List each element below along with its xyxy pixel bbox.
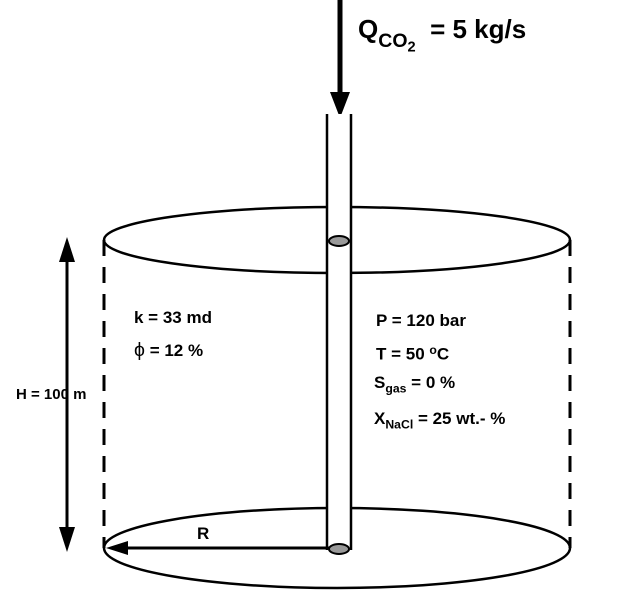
height-arrow-up [59,237,75,262]
phi-symbol: ϕ [134,339,145,361]
injection-well-fill [327,114,351,550]
radius-arrow-head [106,541,128,555]
sgas-subscript: gas [385,381,407,396]
temperature-unit: C [436,344,450,364]
salinity-subscript: NaCl [385,417,414,432]
flow-symbol: Q [358,14,379,44]
flow-subscript: CO2 [378,29,416,56]
temperature-label: T = 50 oC [376,344,449,363]
gas-saturation-label: Sgas = 0 % [374,374,455,395]
flow-rate-label: QCO2 = 5 kg/s [358,16,526,55]
radius-label: R [197,524,210,543]
well-bottom-intersection [328,543,350,555]
porosity-value: = 12 % [149,341,204,360]
salinity-label: XNaCl = 25 wt.- % [374,410,505,431]
injection-arrow-head [330,92,350,118]
sgas-value: = 0 % [411,373,456,392]
height-arrow-down [59,527,75,552]
flow-value: = 5 kg/s [430,14,527,44]
degree-mark: o [429,343,437,357]
temperature-value: T = 50 [376,344,425,364]
flow-sub-index: 2 [407,39,416,56]
sgas-symbol: S [374,373,386,392]
well-top-intersection [328,235,350,247]
flow-sub-main: CO [378,29,408,52]
porosity-label: ϕ = 12 % [134,339,204,361]
pressure-label: P = 120 bar [376,311,466,330]
salinity-value: = 25 wt.- % [417,409,506,428]
permeability-label: k = 33 md [134,308,212,327]
salinity-symbol: X [374,409,386,428]
height-label: H = 100 m [16,386,87,403]
